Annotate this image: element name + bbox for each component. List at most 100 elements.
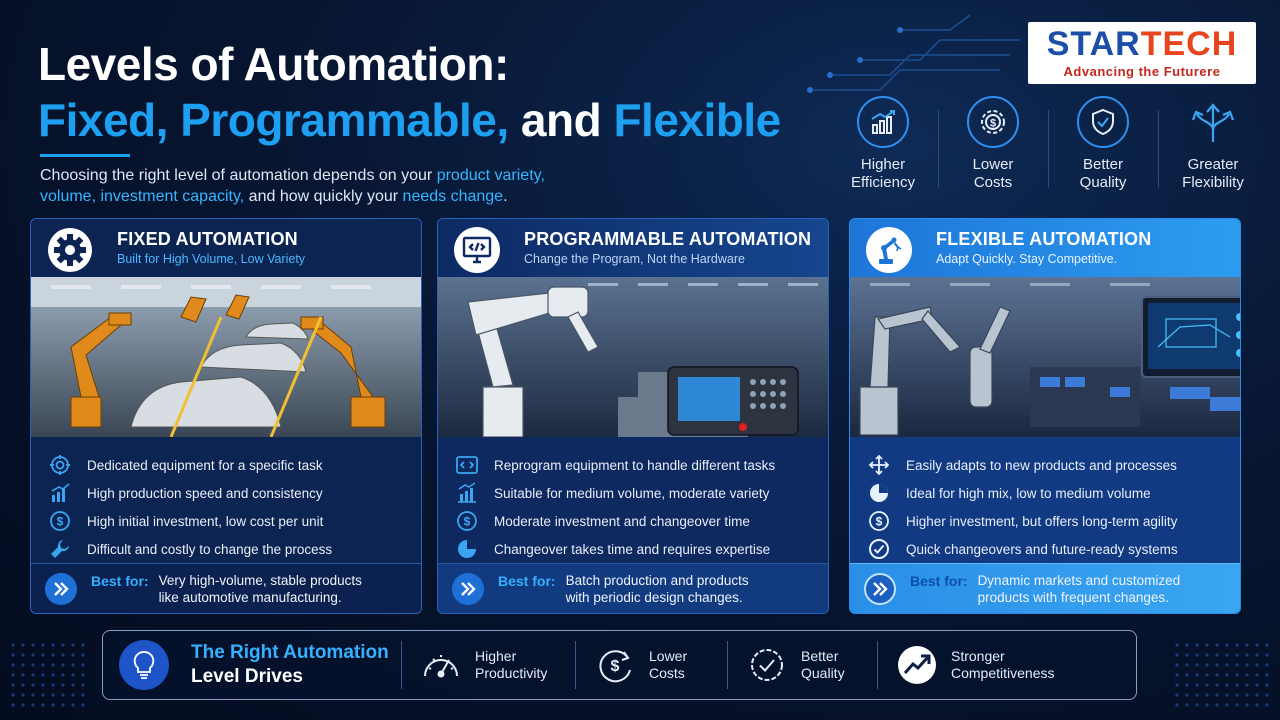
title-fixed-programmable: Fixed, Programmable, <box>38 94 509 146</box>
benefit-label-line: Greater <box>1187 156 1239 173</box>
svg-text:$: $ <box>876 515 883 529</box>
code-window-icon <box>454 454 480 476</box>
decorative-dots-right <box>1172 640 1272 710</box>
intro-highlight: needs change <box>402 188 504 205</box>
list-item: Dedicated equipment for a specific task <box>47 451 421 479</box>
card-title: FLEXIBLE AUTOMATION <box>936 229 1152 249</box>
gear-icon <box>47 227 93 273</box>
best-for-label: Best for: <box>91 573 149 589</box>
card-header: FLEXIBLE AUTOMATION Adapt Quickly. Stay … <box>850 219 1240 277</box>
title-and: and <box>520 94 602 146</box>
photo-collaborative-robots-dashboard <box>850 277 1240 437</box>
intro-highlight: product variety, <box>436 167 545 184</box>
list-item-text: Higher investment, but offers long-term … <box>906 513 1178 529</box>
list-item-text: Reprogram equipment to handle different … <box>494 457 776 473</box>
best-for-line: products with frequent changes. <box>977 589 1169 605</box>
list-item-text: Quick changeovers and future-ready syste… <box>906 541 1178 557</box>
footer-drivers-bar: The Right Automation Level Drives Higher… <box>102 630 1137 700</box>
list-item: High production speed and consistency <box>47 479 421 507</box>
card-fixed-automation: FIXED AUTOMATION Built for High Volume, … <box>30 218 422 614</box>
double-chevron-icon <box>45 572 77 605</box>
title-underline <box>40 154 130 157</box>
best-for-line: Batch production and products <box>565 572 749 588</box>
best-for-bar: Best for: Very high-volume, stable produ… <box>31 563 421 613</box>
dollar-icon: $ <box>47 510 73 532</box>
list-item-text: Ideal for high mix, low to medium volume <box>906 485 1151 501</box>
photo-robot-car-assembly-line <box>31 277 421 437</box>
logo-tech: TECH <box>1140 25 1238 63</box>
list-item: Easily adapts to new products and proces… <box>866 451 1240 479</box>
best-for-line: Dynamic markets and customized <box>977 572 1181 588</box>
list-item-text: Dedicated equipment for a specific task <box>87 457 323 473</box>
card-programmable-automation: PROGRAMMABLE AUTOMATION Change the Progr… <box>437 218 829 614</box>
svg-text:$: $ <box>611 658 620 675</box>
dollar-gear-icon: $ <box>967 96 1019 148</box>
list-item-text: Changeover takes time and requires exper… <box>494 541 771 557</box>
footer-title-line1: The Right Automation <box>191 642 389 663</box>
list-item: $ Higher investment, but offers long-ter… <box>866 507 1240 535</box>
startech-logo: STARTECH Advancing the Futurere <box>1028 22 1256 84</box>
dollar-cycle-icon: $ <box>595 645 635 685</box>
move-arrows-icon <box>866 454 892 476</box>
benefit-label-line: Higher <box>860 156 906 173</box>
target-icon <box>47 454 73 476</box>
list-item: Reprogram equipment to handle different … <box>454 451 828 479</box>
title-line-2: Fixed, Programmable, and Flexible <box>38 92 781 148</box>
check-circle-icon <box>866 538 892 560</box>
card-subtitle: Change the Program, Not the Hardware <box>524 252 745 266</box>
list-item: $ High initial investment, low cost per … <box>47 507 421 535</box>
chart-up-icon <box>857 96 909 148</box>
trend-up-icon <box>897 645 937 685</box>
factory-chart-icon <box>454 482 480 504</box>
benefit-label-line: Quality <box>1079 174 1127 191</box>
double-chevron-icon <box>452 572 484 605</box>
title-line-1: Levels of Automation: <box>38 38 509 90</box>
feature-list: Easily adapts to new products and proces… <box>850 437 1240 563</box>
intro-part: . <box>503 188 508 205</box>
list-item-text: Moderate investment and changeover time <box>494 513 750 529</box>
best-for-label: Best for: <box>498 573 556 589</box>
list-item-text: Suitable for medium volume, moderate var… <box>494 485 770 501</box>
list-item-text: High production speed and consistency <box>87 485 323 501</box>
list-item: Quick changeovers and future-ready syste… <box>866 535 1240 563</box>
benefit-label-line: Costs <box>973 174 1013 191</box>
card-header: FIXED AUTOMATION Built for High Volume, … <box>31 219 421 277</box>
intro-part: Choosing the right level of automation d… <box>40 167 437 184</box>
arrows-split-icon <box>1187 96 1239 148</box>
intro-highlight: volume, investment capacity, <box>40 188 245 205</box>
title-flexible: Flexible <box>613 94 781 146</box>
benefit-label-line: Lower <box>972 156 1014 173</box>
best-for-line: with periodic design changes. <box>565 589 743 605</box>
double-chevron-icon <box>864 572 896 605</box>
feature-list: Dedicated equipment for a specific task … <box>31 437 421 563</box>
pie-chart-icon <box>866 482 892 504</box>
card-title: FIXED AUTOMATION <box>117 229 298 249</box>
lightbulb-icon <box>119 640 169 690</box>
bar-chart-icon <box>47 482 73 504</box>
best-for-label: Best for: <box>910 573 968 589</box>
list-item: $ Moderate investment and changeover tim… <box>454 507 828 535</box>
benefit-label-line: Efficiency <box>851 174 915 191</box>
footer-title-line2: Level Drives <box>191 666 303 687</box>
dollar-icon: $ <box>866 510 892 532</box>
best-for-line: Very high-volume, stable products <box>158 572 362 588</box>
dollar-icon: $ <box>454 510 480 532</box>
card-header: PROGRAMMABLE AUTOMATION Change the Progr… <box>438 219 828 277</box>
pie-chart-icon <box>454 538 480 560</box>
list-item-text: Easily adapts to new products and proces… <box>906 457 1177 473</box>
